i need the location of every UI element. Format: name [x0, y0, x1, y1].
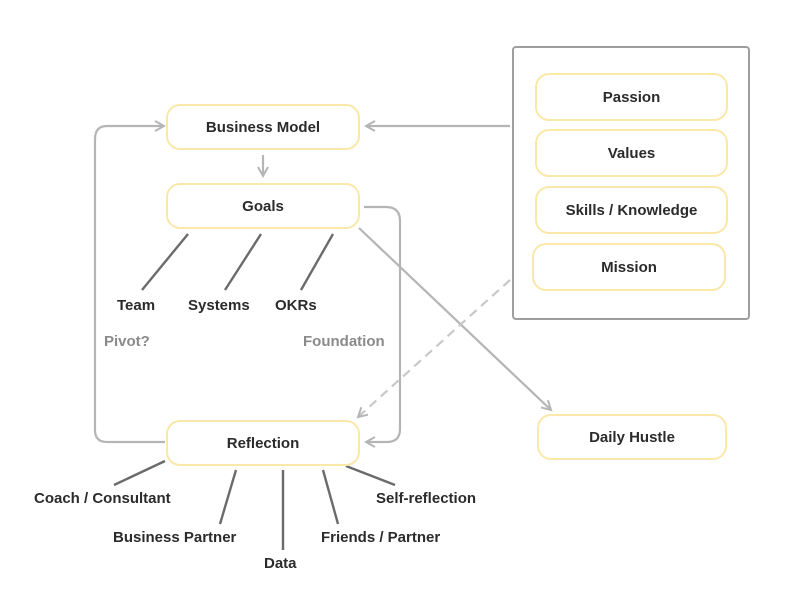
- edge-label-pivot: Pivot?: [104, 333, 150, 350]
- branch-label-systems: Systems: [188, 297, 250, 314]
- arrow-pivot-loop: [93, 126, 165, 444]
- node-daily-hustle[interactable]: Daily Hustle: [537, 414, 727, 460]
- arrow-panel-to-reflection-dashed: [358, 279, 511, 417]
- node-business-model[interactable]: Business Model: [166, 104, 360, 150]
- branch-label-coach-consultant: Coach / Consultant: [34, 490, 171, 507]
- branch-line-business-partner: [218, 469, 238, 525]
- branch-label-okrs: OKRs: [275, 297, 317, 314]
- branch-label-self-reflection: Self-reflection: [376, 490, 477, 507]
- node-passion[interactable]: Passion: [535, 73, 728, 121]
- arrow-foundation-loop: [364, 205, 402, 442]
- node-reflection[interactable]: Reflection: [166, 420, 360, 466]
- foundation-panel: [512, 46, 750, 320]
- branch-label-team: Team: [117, 297, 156, 314]
- branch-line-team: [141, 233, 189, 291]
- branch-line-friends: [321, 469, 340, 525]
- branch-label-friends-partner: Friends / Partner: [321, 529, 441, 546]
- node-values[interactable]: Values: [535, 129, 728, 177]
- branch-label-data: Data: [264, 555, 297, 572]
- node-mission[interactable]: Mission: [532, 243, 726, 291]
- node-goals[interactable]: Goals: [166, 183, 360, 229]
- node-skills-knowledge[interactable]: Skills / Knowledge: [535, 186, 728, 234]
- branch-line-self-reflection: [345, 464, 396, 487]
- branch-line-coach: [113, 459, 166, 487]
- edge-label-foundation: Foundation: [303, 333, 385, 350]
- branch-label-business-partner: Business Partner: [113, 529, 237, 546]
- branch-line-okrs: [299, 233, 335, 291]
- arrow-goals-to-daily-hustle: [358, 227, 551, 410]
- branch-line-systems: [223, 233, 263, 291]
